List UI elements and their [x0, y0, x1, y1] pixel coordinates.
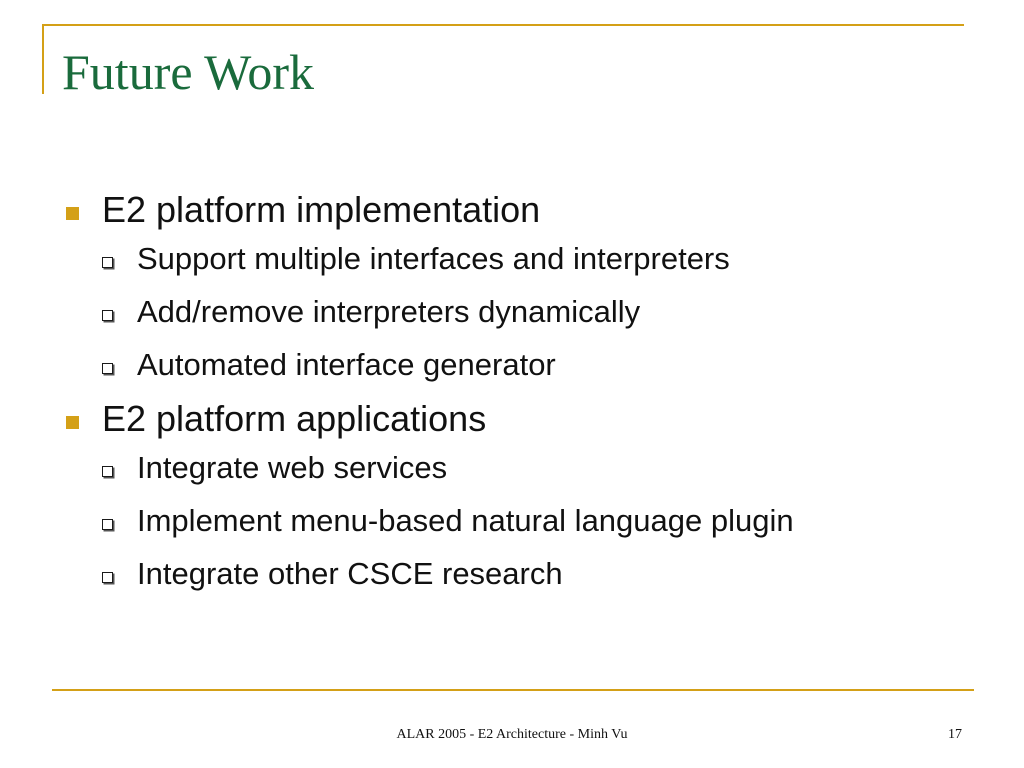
bullet-level2-item: Automated interface generator — [62, 338, 982, 391]
bullet-level2-item: Add/remove interpreters dynamically — [62, 285, 982, 338]
bullet-level1-applications: E2 platform applications — [62, 397, 982, 441]
footer-text: ALAR 2005 - E2 Architecture - Minh Vu — [396, 727, 628, 742]
hollow-square-bullet-icon — [102, 572, 113, 583]
frame-left-rule — [42, 24, 44, 94]
bullet-level2-text: Add/remove interpreters dynamically — [137, 294, 641, 329]
bullet-level2-item: Integrate other CSCE research — [62, 547, 982, 600]
page-number: 17 — [948, 727, 962, 742]
bullet-level2-text: Integrate web services — [137, 450, 448, 485]
hollow-square-bullet-icon — [102, 519, 113, 530]
bullet-level2-text: Support multiple interfaces and interpre… — [137, 241, 730, 276]
footer-rule — [52, 689, 974, 691]
bullet-level2-text: Automated interface generator — [137, 347, 556, 382]
sub-bullet-list-applications: Integrate web services Implement menu-ba… — [62, 441, 982, 600]
bullet-level2-text: Implement menu-based natural language pl… — [137, 503, 794, 538]
bullet-level1-text: E2 platform applications — [102, 398, 487, 439]
bullet-level2-item: Integrate web services — [62, 441, 982, 494]
frame-top-rule — [42, 24, 964, 26]
hollow-square-bullet-icon — [102, 310, 113, 321]
hollow-square-bullet-icon — [102, 466, 113, 477]
square-bullet-icon — [66, 416, 79, 429]
sub-bullet-list-implementation: Support multiple interfaces and interpre… — [62, 232, 982, 391]
hollow-square-bullet-icon — [102, 257, 113, 268]
bullet-level2-text: Integrate other CSCE research — [137, 556, 563, 591]
square-bullet-icon — [66, 207, 79, 220]
bullet-level2-item: Support multiple interfaces and interpre… — [62, 232, 982, 285]
bullet-level2-item: Implement menu-based natural language pl… — [62, 494, 982, 547]
hollow-square-bullet-icon — [102, 363, 113, 374]
bullet-level1-implementation: E2 platform implementation — [62, 188, 982, 232]
slide-title: Future Work — [62, 44, 314, 100]
bullet-level1-text: E2 platform implementation — [102, 189, 541, 230]
bullet-content: E2 platform implementation Support multi… — [62, 188, 982, 600]
